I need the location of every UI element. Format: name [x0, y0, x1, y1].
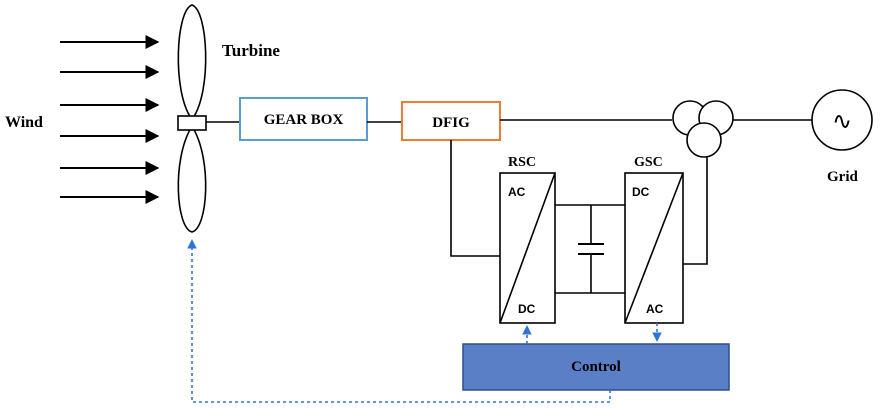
gsc-ac-label: AC: [646, 302, 664, 316]
gsc-dc-label: DC: [632, 185, 650, 199]
rotor-line: [450, 140, 500, 257]
turbine-hub: [177, 115, 207, 131]
rsc-dc-label: DC: [518, 302, 536, 316]
turbine-icon: [177, 4, 207, 233]
wind-arrows: [60, 35, 160, 204]
transformer-icon: [672, 100, 734, 158]
gsc-label: GSC: [634, 155, 663, 170]
grid-symbol: ∿: [832, 107, 852, 135]
turbine-blade-lower: [177, 127, 207, 233]
turbine-label: Turbine: [222, 41, 280, 60]
gsc-transformer-line: [683, 156, 708, 265]
dfig-label: DFIG: [432, 115, 470, 131]
control-label: Control: [571, 359, 621, 375]
gsc-diagonal: [624, 172, 684, 324]
pitch-feedback-line: [187, 239, 611, 403]
gearbox-box: [239, 97, 368, 141]
rsc-ac-label: AC: [508, 185, 526, 199]
turbine-blade-upper: [177, 4, 207, 119]
grid-icon: [811, 89, 873, 151]
rsc-diagonal: [499, 172, 556, 324]
capacitor-icon: [578, 243, 604, 255]
grid-label: Grid: [827, 169, 858, 185]
dc-link: [555, 204, 625, 294]
wind-label: Wind: [5, 114, 43, 131]
control-box: [462, 343, 730, 391]
gearbox-label: GEAR BOX: [264, 112, 344, 128]
rsc-label: RSC: [508, 155, 536, 170]
